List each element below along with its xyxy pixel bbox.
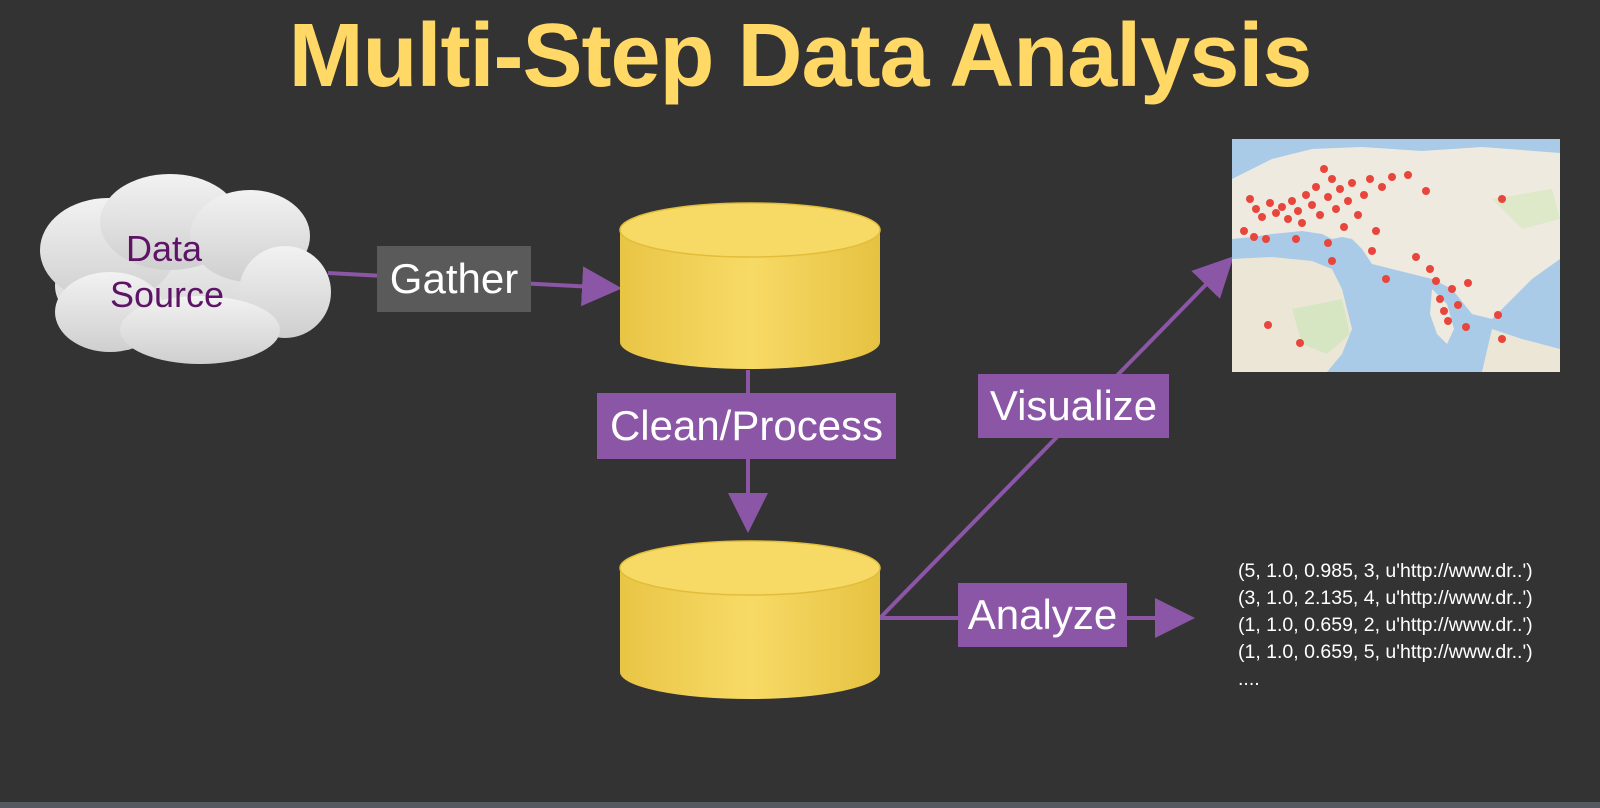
visualize-step-label: Visualize: [978, 374, 1169, 438]
visualize-arrow: [878, 256, 1234, 620]
clean-database-icon: [619, 540, 881, 699]
clean-process-step-label: Clean/Process: [597, 393, 896, 459]
raw-database-icon: [619, 202, 881, 369]
output-row-ellipsis: ....: [1238, 668, 1260, 690]
data-source-line1: Data: [126, 228, 203, 269]
output-row: (1, 1.0, 0.659, 5, u'http://www.dr..'): [1238, 641, 1533, 663]
world-map-icon: [1232, 147, 1560, 372]
data-source-cloud: [40, 174, 331, 364]
output-row: (1, 1.0, 0.659, 2, u'http://www.dr..'): [1238, 614, 1533, 636]
bottom-bar: [0, 802, 1600, 808]
output-row: (3, 1.0, 2.135, 4, u'http://www.dr..'): [1238, 587, 1533, 609]
output-row: (5, 1.0, 0.985, 3, u'http://www.dr..'): [1238, 560, 1533, 582]
map-visualization-image: [1232, 139, 1560, 372]
analyze-step-label: Analyze: [958, 583, 1127, 647]
data-source-line2: Source: [110, 274, 225, 315]
data-source-label: Data Source: [110, 226, 260, 318]
analysis-output-rows: (5, 1.0, 0.985, 3, u'http://www.dr..') (…: [1238, 558, 1533, 693]
page-title: Multi-Step Data Analysis: [288, 6, 1313, 106]
gather-step-label: Gather: [377, 246, 531, 312]
